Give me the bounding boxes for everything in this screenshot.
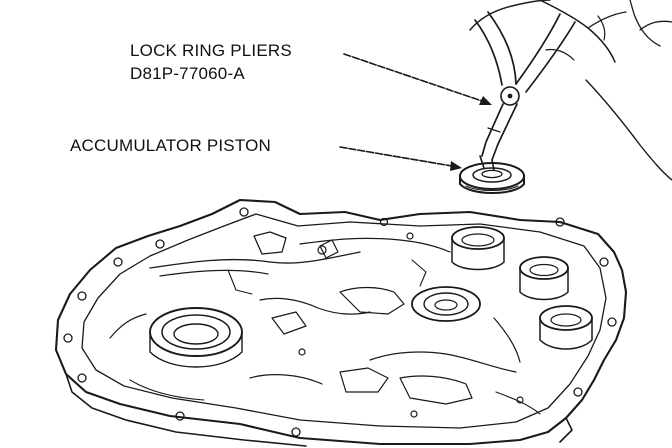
leader-line-pliers (343, 53, 492, 105)
bore-lower-left (149, 307, 243, 368)
callout-accumulator-piston: ACCUMULATOR PISTON (70, 136, 271, 155)
leader-line-piston (339, 146, 462, 171)
transmission-case (54, 198, 628, 447)
callout-accumulator-piston-label: ACCUMULATOR PISTON (70, 136, 271, 155)
bolt-holes (63, 207, 617, 437)
accumulator-bores (451, 226, 593, 350)
hand-holding-pliers (469, 0, 672, 181)
callout-lock-ring-pliers-line1: LOCK RING PLIERS (130, 41, 292, 60)
callout-lock-ring-pliers: LOCK RING PLIERS D81P-77060-A (130, 41, 292, 83)
accumulator-piston (459, 162, 525, 194)
fluid-passages (109, 231, 541, 418)
callout-lock-ring-pliers-part-number: D81P-77060-A (130, 64, 245, 83)
bore-center (411, 286, 481, 322)
lock-ring-pliers (474, 11, 576, 171)
